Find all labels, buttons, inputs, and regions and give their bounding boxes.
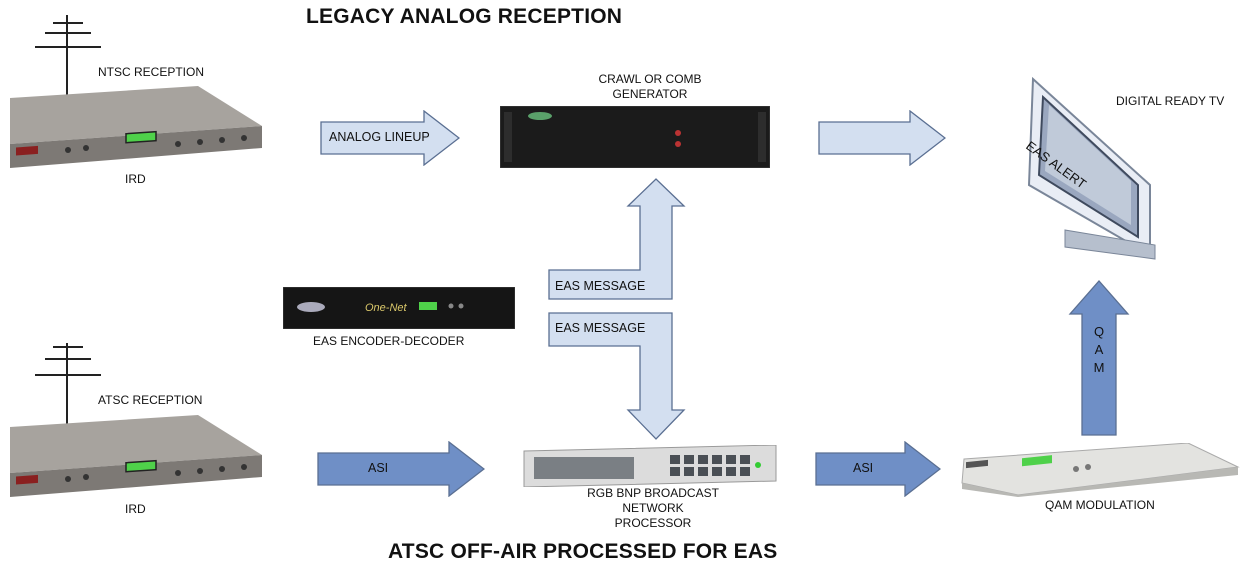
eas-message-down-label: EAS MESSAGE — [555, 321, 646, 335]
digital-tv-device — [1027, 76, 1156, 260]
eas-message-up-label: EAS MESSAGE — [555, 279, 646, 293]
atsc-antenna-icon — [35, 343, 101, 435]
qam-arrow-label: QAM — [1093, 324, 1105, 375]
ird-top-label: IRD — [125, 172, 146, 186]
svg-text:One-Net: One-Net — [365, 302, 408, 314]
eas-message-up-arrow — [548, 178, 686, 300]
qam-modulator-device — [961, 443, 1240, 497]
top-title: LEGACY ANALOG RECEPTION — [306, 5, 623, 28]
to-tv-arrow — [818, 110, 946, 166]
asi-right-arrow — [815, 441, 941, 497]
asi-right-label: ASI — [853, 461, 874, 475]
rgb-bnp-label: RGB BNP BROADCAST NETWORK PROCESSOR — [587, 486, 719, 530]
eas-encoder-label: EAS ENCODER-DECODER — [313, 334, 465, 348]
ird-bottom-label: IRD — [125, 502, 146, 516]
atsc-reception-label: ATSC RECEPTION — [98, 393, 203, 407]
qam-modulation-label: QAM MODULATION — [1045, 498, 1155, 512]
eas-message-down-arrow — [548, 312, 686, 440]
ntsc-antenna-icon — [35, 15, 101, 107]
ird-bottom-device — [10, 415, 262, 497]
qam-up-arrow — [1068, 280, 1130, 436]
asi-left-label: ASI — [368, 461, 389, 475]
eas-encoder-device: One-Net — [283, 287, 515, 329]
analog-lineup-label: ANALOG LINEUP — [329, 130, 430, 144]
analog-lineup-arrow — [320, 110, 460, 166]
ird-top-device — [10, 86, 262, 168]
ntsc-reception-label: NTSC RECEPTION — [98, 65, 205, 79]
bottom-title: ATSC OFF-AIR PROCESSED FOR EAS — [388, 540, 778, 563]
rgb-bnp-device — [523, 445, 777, 487]
asi-left-arrow — [317, 441, 485, 497]
crawl-generator-label: CRAWL OR COMB GENERATOR — [598, 72, 702, 101]
digital-tv-label: DIGITAL READY TV — [1116, 94, 1225, 108]
crawl-generator-device — [500, 106, 770, 168]
